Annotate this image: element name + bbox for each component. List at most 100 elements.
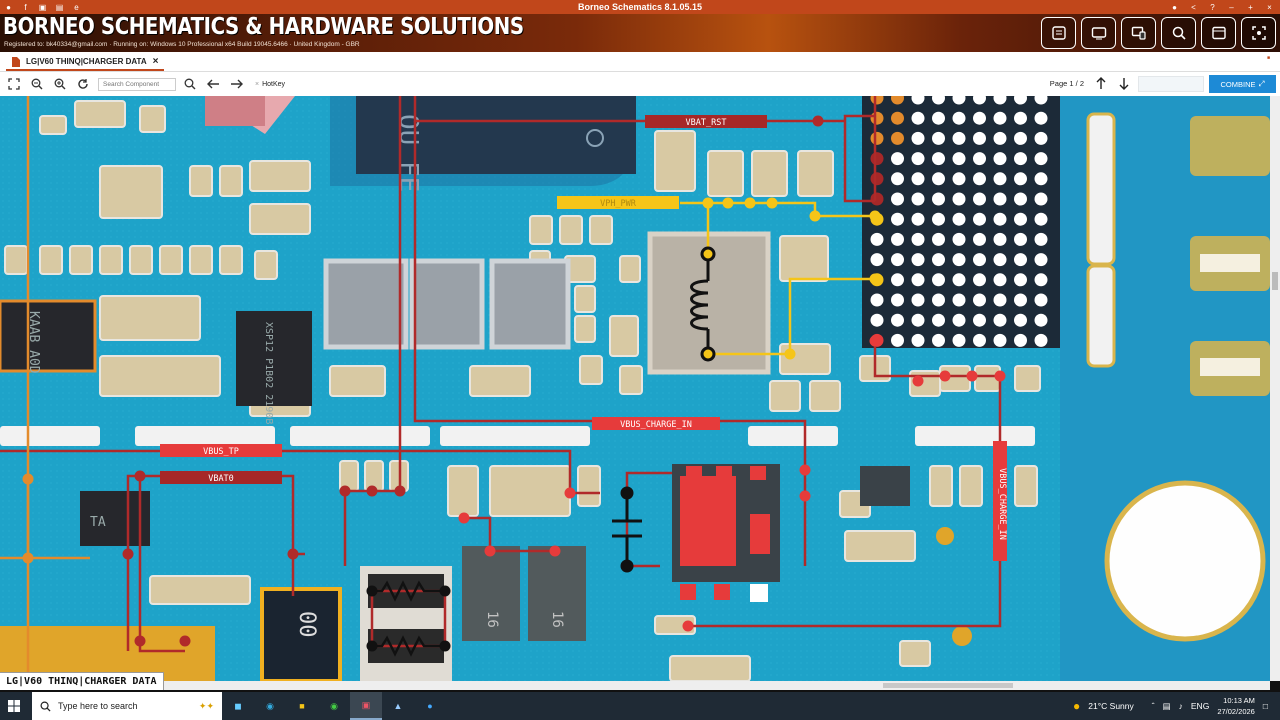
bga-ball xyxy=(973,253,986,267)
chip-kaab[interactable]: KAAB A0D xyxy=(0,299,97,374)
apple-icon[interactable]: ● xyxy=(6,2,11,12)
tray-chevron-icon[interactable]: ˆ xyxy=(1151,701,1155,711)
save-icon[interactable]: ▣ xyxy=(38,2,47,12)
zoom-search-button[interactable] xyxy=(1161,17,1196,49)
trace-node xyxy=(722,197,734,209)
taskbar-search-box[interactable]: Type here to search ✦✦ xyxy=(32,692,222,720)
forward-button[interactable] xyxy=(227,75,245,93)
title-bar: ● f ▣ ▤ e Borneo Schematics 8.1.05.15 ● … xyxy=(0,0,1280,14)
chip-xsp12[interactable]: XSP12 P1B02 2190B xyxy=(236,311,312,424)
taskbar-app-tool[interactable]: ▲ xyxy=(382,692,414,720)
edge-icon[interactable]: e xyxy=(74,2,79,12)
facebook-icon[interactable]: f xyxy=(24,2,27,12)
taskbar-app-other[interactable]: ● xyxy=(414,692,446,720)
net-label-vph-pwr[interactable]: VPH_PWR xyxy=(557,196,679,209)
taskbar-app-widgets[interactable]: ◼ xyxy=(222,692,254,720)
bga-ball xyxy=(932,96,945,105)
print-icon[interactable]: ▤ xyxy=(55,2,64,12)
volume-icon[interactable]: ♪ xyxy=(1178,701,1183,711)
search-component-input[interactable] xyxy=(98,77,176,91)
pcb-canvas[interactable]: OU FE 16 16 0 xyxy=(0,96,1270,681)
bga-ball xyxy=(952,232,966,246)
net-label-vbus-charge-in[interactable]: VBUS_CHARGE_IN xyxy=(592,417,720,430)
minimize-icon[interactable]: – xyxy=(1229,2,1234,12)
smd-component xyxy=(844,530,916,562)
screen-button[interactable] xyxy=(1081,17,1116,49)
vph-pwr-text: VPH_PWR xyxy=(600,199,637,209)
pcb-board-view[interactable]: OU FE 16 16 0 xyxy=(0,96,1270,681)
clock[interactable]: 10:13 AM 27/02/2026 xyxy=(1217,695,1255,717)
trace-node xyxy=(869,273,881,285)
vbus-charge-in-text: VBUS_CHARGE_IN xyxy=(620,420,692,430)
bga-ball xyxy=(1014,172,1027,186)
bga-ball xyxy=(911,313,925,327)
search-button[interactable] xyxy=(181,75,199,93)
widgets-icon: ◼ xyxy=(234,700,242,711)
taskbar-app-edge[interactable]: ◉ xyxy=(254,692,286,720)
net-label-vbus-tp[interactable]: VBUS_TP xyxy=(160,444,282,457)
taskbar-app-borneo[interactable]: ▣ xyxy=(350,692,382,720)
notifications-icon[interactable]: □ xyxy=(1262,701,1268,711)
bga-ball xyxy=(993,172,1007,186)
bga-ball xyxy=(993,111,1007,125)
net-label-vbus-charge-in-vertical[interactable]: VBUS_CHARGE_IN xyxy=(993,441,1007,561)
page-down-button[interactable] xyxy=(1119,77,1129,92)
bga-ball xyxy=(993,192,1007,206)
network-icon[interactable]: ▤ xyxy=(1162,700,1171,711)
share-icon[interactable]: < xyxy=(1191,2,1196,12)
hotkey-toggle[interactable]: × HotKey xyxy=(255,81,285,88)
weather-text[interactable]: 21°C Sunny xyxy=(1088,701,1134,711)
start-button[interactable] xyxy=(8,700,20,714)
rotate-button[interactable] xyxy=(74,75,92,93)
trace-node xyxy=(869,210,881,222)
devices-button[interactable] xyxy=(1121,17,1156,49)
vertical-scroll-thumb[interactable] xyxy=(1272,272,1278,290)
combine-icon: ⤢ xyxy=(1258,79,1265,88)
inductor-blocks: 16 16 00 xyxy=(260,231,771,681)
page-up-button[interactable] xyxy=(1096,77,1106,92)
chip-ta[interactable]: TA xyxy=(80,491,150,546)
horizontal-scroll-thumb[interactable] xyxy=(883,683,1013,688)
combine-button[interactable]: COMBINE ⤢ xyxy=(1209,75,1276,93)
maximize-icon[interactable]: + xyxy=(1248,2,1253,12)
window-split-button[interactable] xyxy=(1201,17,1236,49)
trace-node xyxy=(22,473,34,485)
taskbar-app-explorer[interactable]: ■ xyxy=(286,692,318,720)
weather-icon: ● xyxy=(1073,699,1081,713)
bga-ball xyxy=(891,273,904,287)
net-label-vbat-rst[interactable]: VBAT_RST xyxy=(645,115,767,128)
taskbar-app-chrome[interactable]: ◉ xyxy=(318,692,350,720)
language-indicator[interactable]: ENG xyxy=(1190,701,1210,711)
ic-large-top[interactable]: OU FE xyxy=(356,96,636,192)
vertical-scrollbar[interactable] xyxy=(1270,96,1280,681)
scan-button[interactable] xyxy=(1241,17,1276,49)
net-label-vbat0[interactable]: VBAT0 xyxy=(160,471,282,484)
trace-node xyxy=(812,115,824,127)
bga-ball xyxy=(891,96,904,105)
bga-ball xyxy=(973,313,986,327)
trace-node xyxy=(134,635,146,647)
tab-charger-data[interactable]: LG|V60 THINQ|CHARGER DATA × xyxy=(6,54,165,71)
fit-screen-button[interactable] xyxy=(5,75,23,93)
horizontal-scrollbar[interactable] xyxy=(0,681,1270,690)
taskbar-search-icon xyxy=(40,701,51,712)
close-tab-icon[interactable]: × xyxy=(152,56,159,67)
bga-ball xyxy=(1034,172,1048,186)
zoom-out-button[interactable] xyxy=(28,75,46,93)
zoom-in-button[interactable] xyxy=(51,75,69,93)
help-icon[interactable]: ? xyxy=(1210,2,1215,12)
back-button[interactable] xyxy=(204,75,222,93)
bga-ball xyxy=(952,111,966,125)
bga-ball xyxy=(1034,232,1048,246)
orange-traces xyxy=(0,96,90,676)
bga-chip[interactable] xyxy=(862,96,1060,348)
bga-ball xyxy=(891,212,904,226)
smd-component xyxy=(779,235,829,282)
trace-node xyxy=(869,335,881,347)
bga-ball xyxy=(952,96,966,105)
user-icon[interactable]: ● xyxy=(1172,2,1177,12)
chip-bottom-right[interactable] xyxy=(672,464,780,602)
combine-input[interactable] xyxy=(1138,76,1204,92)
list-button[interactable] xyxy=(1041,17,1076,49)
close-window-icon[interactable]: × xyxy=(1267,2,1272,12)
